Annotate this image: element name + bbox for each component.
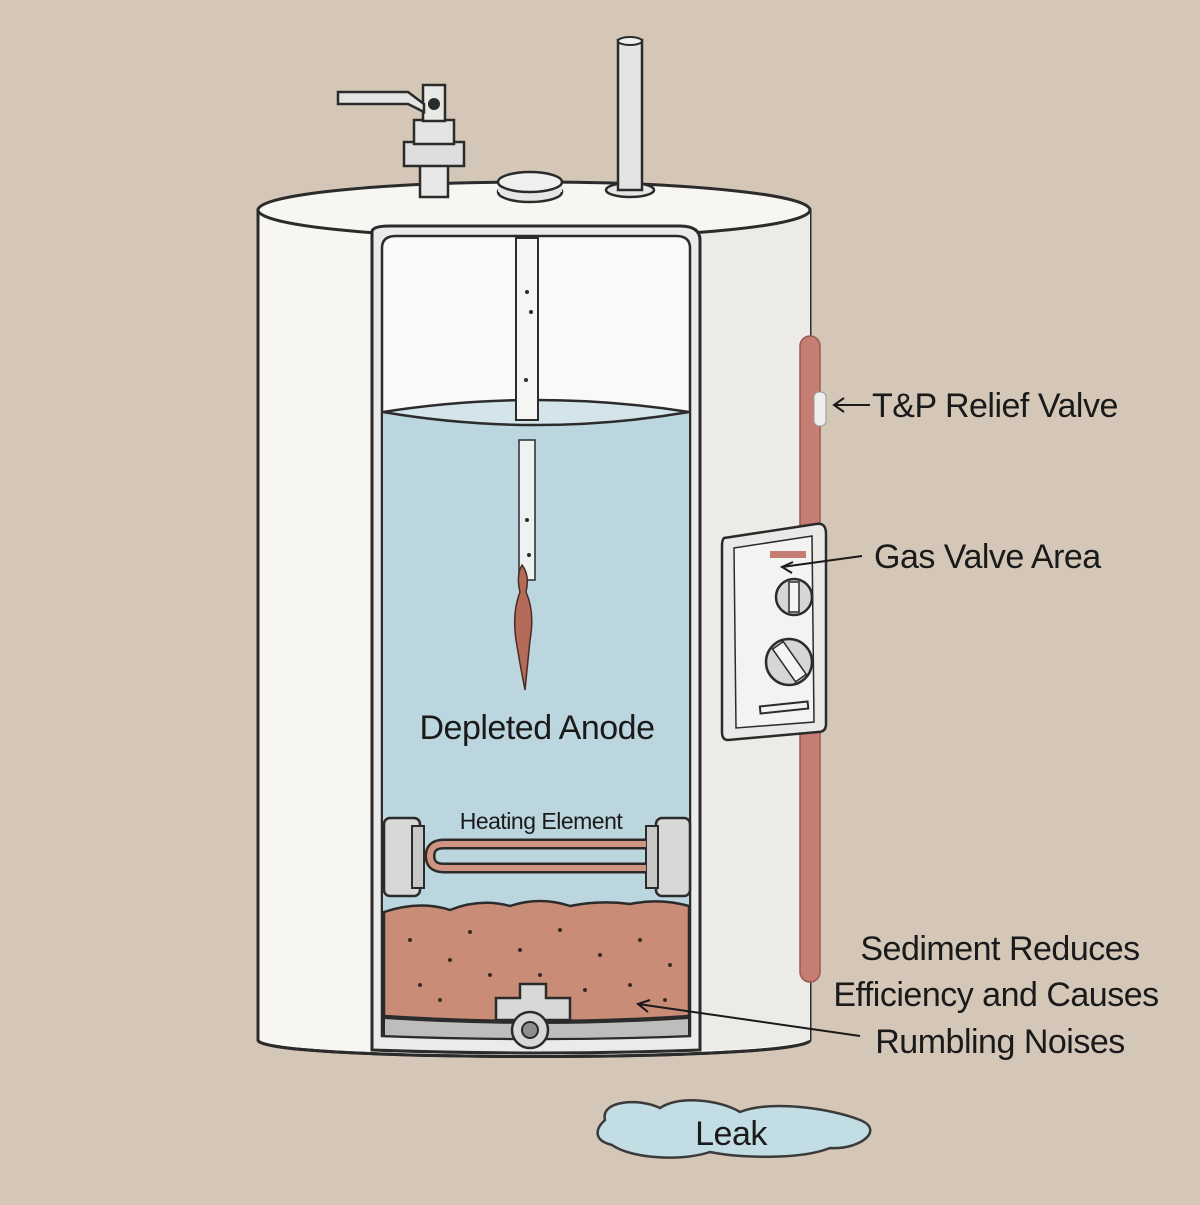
label-sediment-line-2: Efficiency and Causes	[833, 976, 1158, 1014]
label-sediment-line-3: Rumbling Noises	[875, 1023, 1125, 1061]
leak-puddle	[596, 1099, 872, 1159]
anode-cap	[496, 170, 564, 204]
leader-lines	[635, 397, 870, 1037]
gas-knob-top	[774, 577, 814, 617]
gas-valve-control	[720, 522, 828, 742]
label-heating-element: Heating Element	[460, 808, 624, 834]
heating-element	[382, 816, 692, 898]
label-leak: Leak	[695, 1115, 768, 1153]
drain-valve	[383, 982, 690, 1050]
anode-rod	[513, 237, 539, 691]
label-gas-valve-area: Gas Valve Area	[874, 538, 1101, 576]
hot-water-pipe	[604, 36, 656, 199]
label-sediment-line-1: Sediment Reduces	[860, 930, 1139, 968]
label-depleted-anode: Depleted Anode	[420, 709, 655, 747]
cold-water-valve	[336, 83, 466, 199]
label-tp-relief-valve: T&P Relief Valve	[872, 387, 1118, 425]
gas-knob-bottom	[764, 637, 814, 687]
